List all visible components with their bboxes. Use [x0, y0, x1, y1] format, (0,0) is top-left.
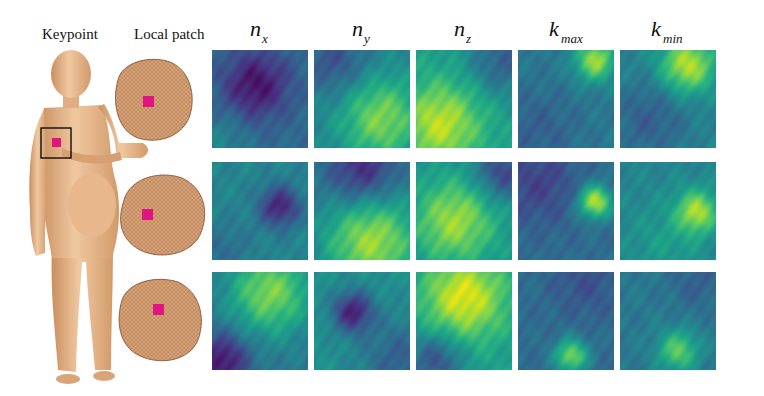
subscript: y [364, 32, 370, 45]
heatmap [416, 272, 512, 370]
column-header: n [352, 18, 363, 40]
figure-label: Local patch [134, 27, 204, 42]
heatmap [314, 162, 410, 260]
heatmap [314, 272, 410, 370]
column-header: n [454, 18, 465, 40]
column-header: k [651, 18, 661, 40]
heatmap [620, 272, 716, 370]
heatmap [518, 162, 614, 260]
heatmap [416, 162, 512, 260]
heatmap [518, 272, 614, 370]
local-patches [115, 59, 204, 360]
figure-label: Keypoint [42, 27, 98, 42]
heatmap [416, 50, 512, 148]
subscript: min [663, 32, 683, 45]
heatmap [620, 50, 716, 148]
heatmap [212, 50, 308, 148]
subscript: max [561, 32, 583, 45]
heatmap [212, 162, 308, 260]
column-header: k [549, 18, 559, 40]
heatmap [518, 50, 614, 148]
heatmap [314, 50, 410, 148]
subscript: z [466, 32, 471, 45]
column-header: n [250, 18, 261, 40]
subscript: x [262, 32, 268, 45]
heatmap [620, 162, 716, 260]
heatmap [212, 272, 308, 370]
